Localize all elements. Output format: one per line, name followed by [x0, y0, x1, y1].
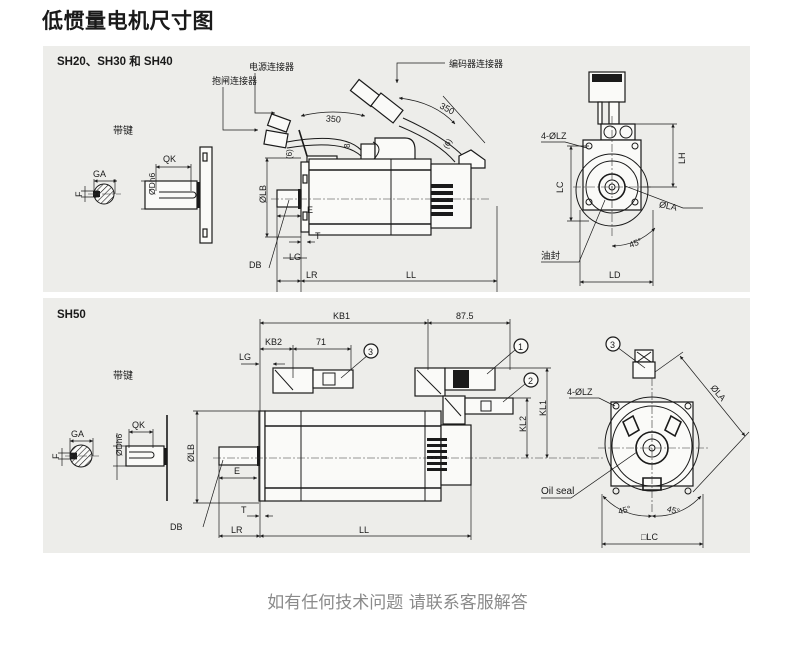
dim-angle2: 45°	[666, 504, 681, 517]
dim-LR: LR	[231, 525, 243, 535]
footer-contact-text: 如有任何技术问题 请联系客服解答	[267, 593, 528, 613]
motor-side-view	[213, 367, 603, 502]
shaft-section	[81, 179, 121, 205]
callout-encoder-connector: 编码器连接器	[449, 58, 503, 69]
dim-D: ØDh6	[147, 173, 157, 195]
dim-LA: ØLA	[658, 199, 678, 213]
shaft-side-view	[141, 146, 213, 244]
dim-875: 87.5	[456, 311, 474, 321]
callout-brake-connector: 抱闸连接器	[212, 75, 257, 86]
dim-QK: QK	[163, 154, 176, 164]
shaft-section	[58, 438, 99, 468]
drawing-sh50: SH50 带键 GA F QK ØDh6	[51, 309, 750, 548]
dim-LC: LC	[555, 181, 565, 193]
callout-2-circle	[523, 372, 539, 388]
dim-LH: LH	[677, 152, 687, 164]
page-title: 低惯量电机尺寸图	[42, 9, 214, 33]
dim-KL2: KL2	[518, 416, 528, 432]
dim-KB2: KB2	[265, 337, 282, 347]
dim-cable2: 350	[438, 101, 456, 117]
dim-LB: ØLB	[258, 185, 268, 203]
dim-71: 71	[316, 337, 326, 347]
dim-DB: DB	[249, 260, 262, 270]
drawing-sh20-sh40: SH20、SH30 和 SH40 带键 GA F QK ØDh6 电源连接器 抱…	[57, 54, 703, 292]
dim-E: E	[234, 466, 240, 476]
dim-cable1: 350	[326, 113, 342, 124]
dim-conn-h: 8	[343, 143, 352, 148]
dim-LB: ØLB	[186, 444, 196, 462]
callout-2: 2	[528, 376, 533, 386]
panel-heading: SH20、SH30 和 SH40	[57, 54, 173, 68]
dim-angle1: 45°	[617, 503, 632, 516]
dim-LA: ØLA	[709, 383, 728, 403]
dim-KL1: KL1	[538, 400, 548, 416]
dim-T: T	[241, 505, 247, 515]
callout-power-connector: 电源连接器	[249, 61, 294, 72]
dim-E: E	[307, 205, 313, 215]
dim-KB1: KB1	[333, 311, 350, 321]
motor-front-view	[541, 346, 750, 548]
dim-LR: LR	[306, 270, 318, 280]
callout-3-circle	[363, 343, 379, 359]
callout-3-front: 3	[610, 340, 615, 350]
dim-DB: DB	[170, 522, 183, 532]
side-view-dims	[193, 319, 551, 540]
callout-3-front-circle	[605, 336, 621, 352]
dim-LZ: 4-ØLZ	[541, 131, 567, 141]
dim-QK: QK	[132, 420, 145, 430]
dim-GA: GA	[93, 169, 106, 179]
dim-bend2: (6)	[441, 137, 454, 150]
dim-D: ØDh6	[114, 434, 124, 456]
dim-LL: LL	[406, 270, 416, 280]
dim-LL: LL	[359, 525, 369, 535]
dim-LD: LD	[609, 270, 621, 280]
callout-oil-seal: 油封	[541, 250, 561, 262]
dim-LC: □LC	[641, 532, 658, 542]
panel-sh20-sh30-sh40: SH20、SH30 和 SH40 带键 GA F QK ØDh6 电源连接器 抱…	[43, 46, 750, 292]
keyed-label: 带键	[113, 124, 133, 137]
callout-1: 1	[518, 342, 523, 352]
shaft-side-view	[113, 415, 168, 501]
motor-side-view	[263, 78, 489, 236]
panel-heading: SH50	[57, 309, 86, 321]
motor-front-view	[541, 71, 703, 286]
panel-sh50: SH50 带键 GA F QK ØDh6	[43, 298, 750, 553]
dim-LG: LG	[289, 252, 301, 262]
dim-GA: GA	[71, 429, 84, 439]
dim-bend1: (6)	[285, 149, 294, 159]
dim-LZ: 4-ØLZ	[567, 387, 593, 397]
dim-F: F	[51, 453, 61, 459]
dim-angle: 45°	[628, 236, 644, 250]
dim-F: F	[74, 191, 84, 197]
callout-3: 3	[368, 347, 373, 357]
side-view-dims	[265, 95, 498, 292]
dim-LG: LG	[239, 352, 251, 362]
callout-oil-seal: Oil seal	[541, 486, 574, 497]
callout-1-circle	[513, 338, 529, 354]
keyed-label: 带键	[113, 369, 133, 382]
dim-T: T	[315, 231, 321, 241]
